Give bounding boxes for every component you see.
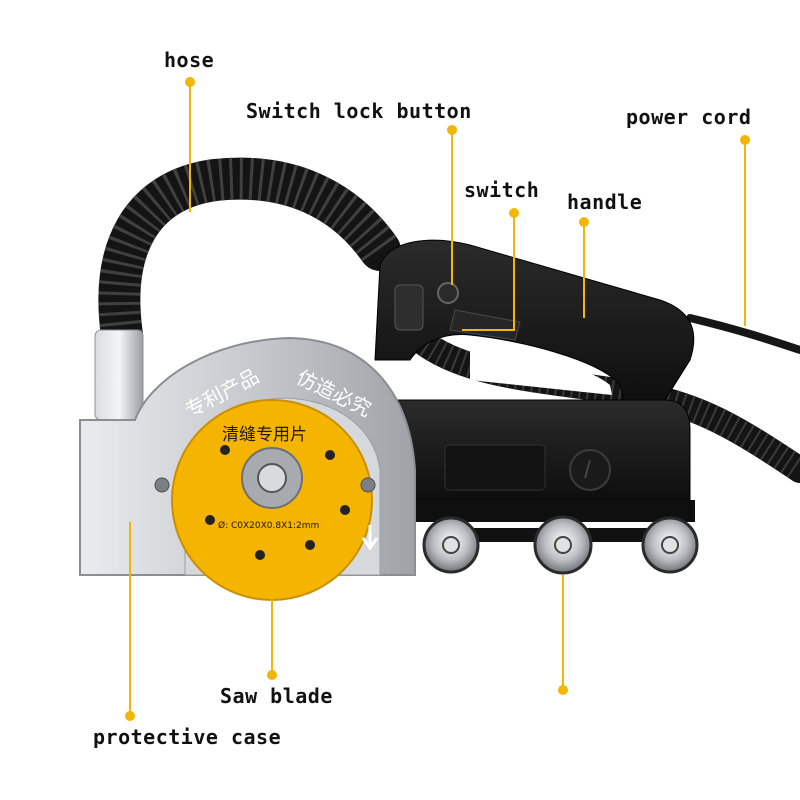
- leader-lines: [125, 77, 750, 721]
- label-handle: handle: [567, 190, 643, 214]
- label-power-cord: power cord: [626, 105, 752, 129]
- hose-connector: [94, 329, 144, 421]
- label-saw-blade: Saw blade: [220, 684, 333, 708]
- label-protective-case: protective case: [93, 725, 282, 749]
- label-switch-lock-button: Switch lock button: [246, 99, 472, 123]
- guide-wheels: [422, 515, 699, 575]
- handle-opening: [470, 345, 612, 395]
- case-screw: [154, 477, 170, 493]
- blade-hole: [220, 445, 230, 455]
- switch-lock-button: [437, 282, 459, 304]
- case-screw: [360, 477, 376, 493]
- power-cord: [686, 314, 800, 354]
- label-switch: switch: [464, 178, 540, 202]
- blade-hole: [305, 540, 315, 550]
- switch-trigger: [449, 309, 521, 341]
- body-dial-mark: [584, 459, 591, 479]
- leader-switch: [462, 213, 515, 331]
- label-hose: hose: [164, 48, 215, 72]
- switch-body: [394, 284, 424, 331]
- blade-spec: Ø: C0X20X0.8X1:2mm: [218, 520, 319, 531]
- blade-hole: [255, 550, 265, 560]
- body-panel: [444, 444, 546, 491]
- blade-arbor: [257, 463, 287, 493]
- blade-hole: [325, 450, 335, 460]
- body-dial: [569, 449, 611, 491]
- hose: [98, 157, 401, 356]
- handle: [374, 239, 695, 406]
- blade-title: 清缝专用片: [222, 425, 307, 445]
- blade-hole: [340, 505, 350, 515]
- direction-arrow-icon: [361, 525, 379, 551]
- base-plate: [400, 500, 695, 522]
- blade-hole: [205, 515, 215, 525]
